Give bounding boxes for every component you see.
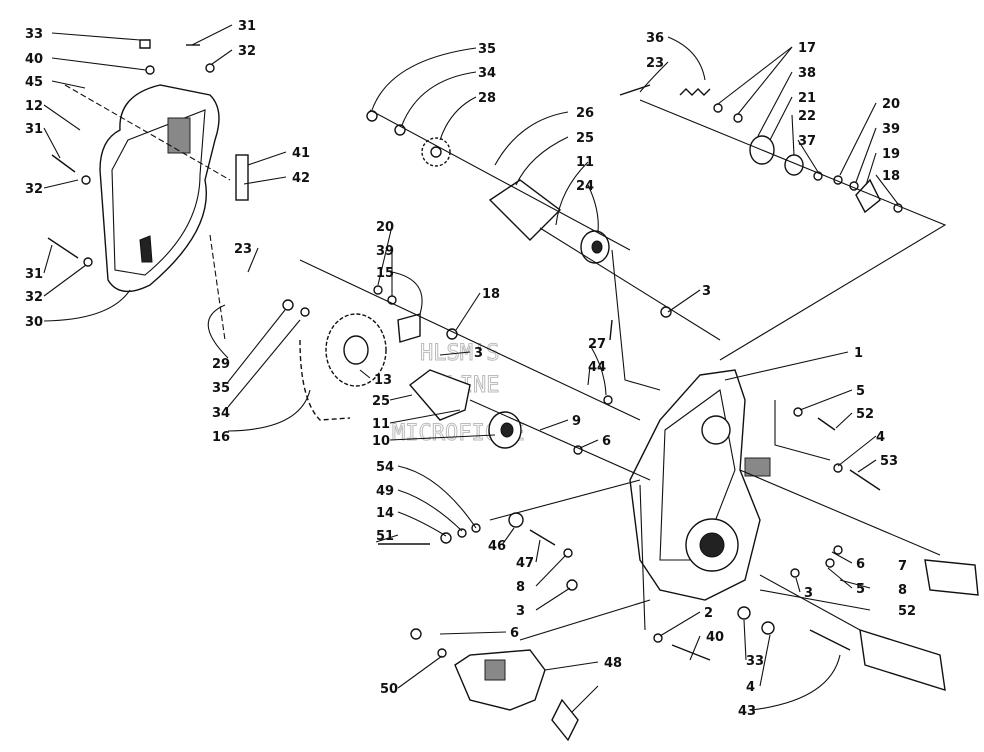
assembly-lines [64, 84, 947, 641]
callout-label: 21 [798, 91, 816, 106]
callout-label: 9 [572, 414, 581, 429]
callout-label: 52 [856, 407, 874, 422]
callout-label: 39 [882, 122, 900, 137]
callout-label: 28 [478, 91, 496, 106]
callout-label: 4 [746, 680, 755, 695]
callout-label: 5 [856, 582, 865, 597]
callout-label: 39 [376, 244, 394, 259]
callout-label: 11 [576, 155, 594, 170]
callout-label: 4 [876, 430, 885, 445]
callout-label: 40 [25, 52, 43, 67]
callout-label: 32 [25, 290, 43, 305]
callout-label: 44 [588, 360, 606, 375]
callout-label: 18 [882, 169, 900, 184]
callout-label: 15 [376, 266, 394, 281]
bearing-lower [488, 411, 522, 449]
callout-label: 32 [25, 182, 43, 197]
callout-label: 2 [704, 606, 713, 621]
adjuster-link [855, 178, 881, 214]
callout-label: 53 [880, 454, 898, 469]
drive-sprocket [325, 313, 387, 387]
callout-label: 6 [510, 626, 519, 641]
callout-label: 45 [25, 75, 43, 90]
callout-label: 14 [376, 506, 394, 521]
callout-label: 29 [212, 357, 230, 372]
callout-label: 52 [898, 604, 916, 619]
tension-bracket [397, 313, 421, 343]
output-shaft-upper [924, 559, 979, 596]
callout-label: 17 [798, 41, 816, 56]
callout-label: 5 [856, 384, 865, 399]
callout-label: 50 [380, 682, 398, 697]
lower-tab-plate [551, 698, 579, 742]
callout-label: 25 [372, 394, 390, 409]
callout-label: 3 [474, 346, 483, 361]
callout-label: 33 [25, 27, 43, 42]
callout-label: 31 [25, 267, 43, 282]
callout-label: 7 [898, 559, 907, 574]
callout-label: 37 [798, 134, 816, 149]
callout-label: 26 [576, 106, 594, 121]
callout-label: 47 [516, 556, 534, 571]
callout-label: 24 [576, 179, 594, 194]
callout-label: 8 [898, 583, 907, 598]
output-shaft-lower [859, 629, 946, 691]
callout-label: 42 [292, 171, 310, 186]
leader-lines [43, 24, 899, 713]
callout-label: 43 [738, 704, 756, 719]
bearing-upper [580, 230, 610, 264]
callout-label: 3 [702, 284, 711, 299]
callout-label: 19 [882, 147, 900, 162]
callout-label: 41 [292, 146, 310, 161]
callout-label: 16 [212, 430, 230, 445]
callout-label: 38 [798, 66, 816, 81]
chain-case-cover [99, 84, 220, 293]
lower-bracket [454, 649, 546, 711]
callout-label: 31 [25, 122, 43, 137]
callout-label: 11 [372, 417, 390, 432]
callout-label: 40 [706, 630, 724, 645]
callout-label: 20 [376, 220, 394, 235]
chain-case-housing [629, 369, 771, 601]
callout-label: 54 [376, 460, 394, 475]
callout-label: 10 [372, 434, 390, 449]
callout-label: 48 [604, 656, 622, 671]
callout-label: 46 [488, 539, 506, 554]
callout-label: 6 [856, 557, 865, 572]
callout-label: 49 [376, 484, 394, 499]
callout-label: 31 [238, 19, 256, 34]
callout-label: 6 [602, 434, 611, 449]
bearing-flange-upper [488, 179, 562, 241]
callout-label: 25 [576, 131, 594, 146]
callout-label: 13 [374, 373, 392, 388]
callout-label: 20 [882, 97, 900, 112]
callout-label: 33 [746, 654, 764, 669]
drive-chain [299, 339, 351, 421]
callout-label: 18 [482, 287, 500, 302]
callout-label: 22 [798, 109, 816, 124]
callout-label: 35 [478, 42, 496, 57]
callout-label: 3 [516, 604, 525, 619]
callout-labels: 33 40 45 12 31 32 31 32 30 31 32 41 42 3… [25, 19, 916, 719]
callout-label: 12 [25, 99, 43, 114]
callout-label: 51 [376, 529, 394, 544]
callout-label: 35 [212, 381, 230, 396]
callout-label: 34 [212, 406, 230, 421]
callout-label: 36 [646, 31, 664, 46]
bracket-plate [235, 154, 249, 201]
callout-label: 23 [646, 56, 664, 71]
tension-spring [679, 88, 711, 96]
callout-label: 23 [234, 242, 252, 257]
drive-gear-upper [421, 137, 451, 167]
callout-label: 30 [25, 315, 43, 330]
callout-label: 1 [854, 346, 863, 361]
callout-label: 8 [516, 580, 525, 595]
callout-label: 3 [804, 586, 813, 601]
callout-label: 32 [238, 44, 256, 59]
callout-label: 34 [478, 66, 496, 81]
callout-label: 27 [588, 337, 606, 352]
